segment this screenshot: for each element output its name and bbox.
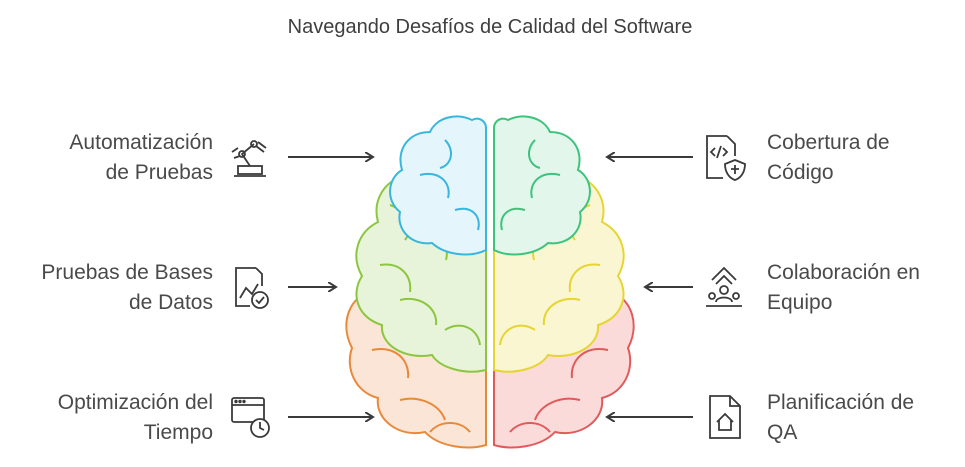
brain-left-hemisphere [345, 115, 487, 449]
label-time-optimization: Optimización del Tiempo [58, 388, 213, 448]
label-automation-line2: de Pruebas [105, 161, 213, 184]
label-coverage-line2: Código [767, 161, 834, 184]
label-qa-line2: QA [767, 421, 798, 444]
label-time-line1: Optimización del [57, 391, 213, 414]
label-automation-line1: Automatización [69, 131, 213, 154]
diagram-title: Navegando Desafíos de Calidad del Softwa… [287, 16, 693, 38]
label-qa-line1: Planificación de [767, 391, 915, 414]
brain-lobe-teal [493, 115, 591, 256]
label-team-line1: Colaboración en [767, 261, 920, 284]
label-database-line2: de Datos [128, 291, 213, 314]
team-growth-icon [706, 266, 742, 307]
label-team-line2: Equipo [767, 291, 833, 314]
house-document-icon [709, 395, 741, 439]
label-team-collaboration: Colaboración en Equipo [767, 258, 920, 318]
brain-right-hemisphere [493, 115, 635, 449]
chart-check-icon [235, 267, 269, 309]
code-shield-icon [706, 135, 746, 181]
browser-clock-icon [231, 397, 270, 438]
label-code-coverage: Cobertura de Código [767, 128, 890, 188]
brain-lobe-blue [389, 115, 487, 256]
label-coverage-line1: Cobertura de [767, 131, 890, 154]
label-database-testing: Pruebas de Bases de Datos [41, 258, 213, 318]
label-automation: Automatización de Pruebas [69, 128, 213, 188]
robot-arm-icon [231, 140, 267, 177]
label-database-line1: Pruebas de Bases [41, 261, 213, 284]
label-time-line2: Tiempo [143, 421, 213, 444]
label-qa-planning: Planificación de QA [767, 388, 914, 448]
